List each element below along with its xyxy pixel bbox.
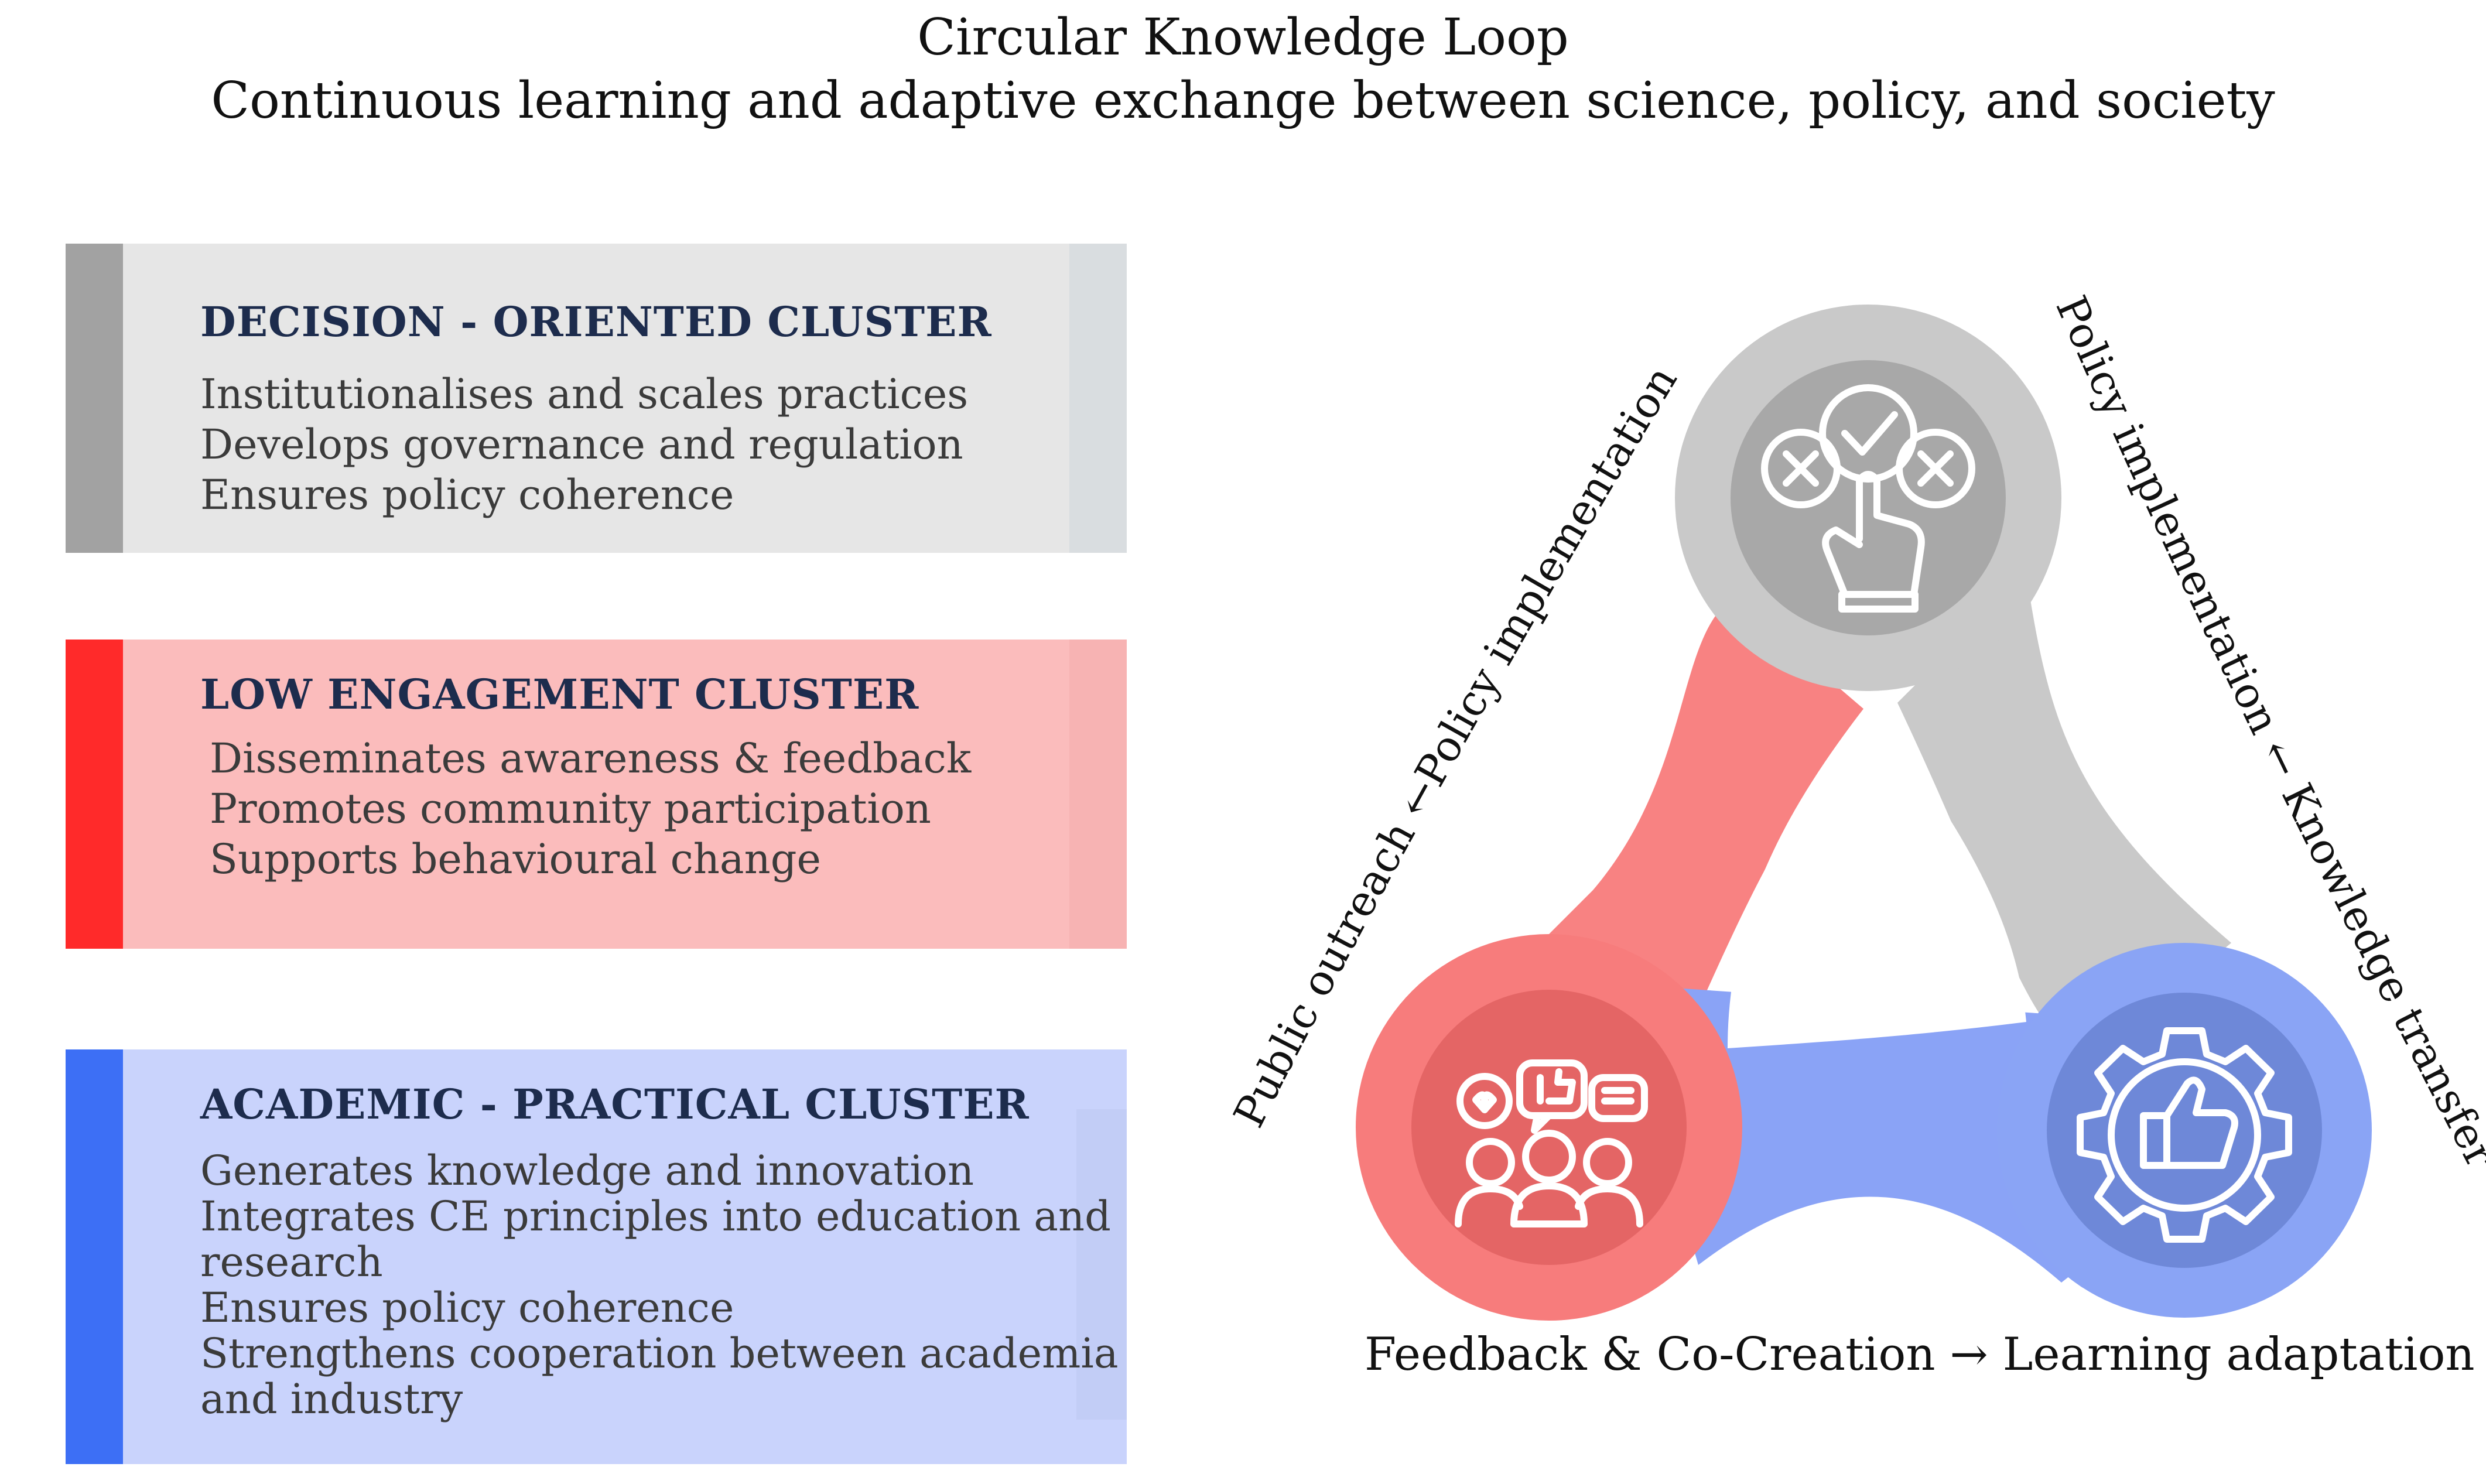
cluster-line: Institutionalises and scales practices (200, 370, 969, 418)
academic-cluster-edge-shade (1076, 1109, 1127, 1420)
people-feedback-icon (1455, 1059, 1648, 1227)
diagram-subtitle: Continuous learning and adaptive exchang… (211, 71, 2275, 130)
decision-cluster-color-bar (66, 244, 123, 553)
cluster-line: Develops governance and regulation (200, 420, 963, 469)
decision-cluster-edge-shade (1069, 244, 1127, 553)
knowledge-node-inner (2047, 993, 2322, 1268)
low-engagement-cluster-title: LOW ENGAGEMENT CLUSTER (200, 670, 919, 719)
diagram-title: Circular Knowledge Loop (917, 8, 1569, 67)
cluster-line: and industry (200, 1375, 463, 1423)
low-engagement-cluster-color-bar (66, 640, 123, 949)
gear-thumbs-up-icon (2077, 1027, 2292, 1243)
cluster-line: research (200, 1238, 383, 1286)
cluster-line: Ensures policy coherence (200, 471, 734, 519)
cluster-line: Integrates CE principles into education … (200, 1192, 1111, 1240)
cluster-line: Strengthens cooperation between academia (200, 1329, 1119, 1377)
cluster-line: Disseminates awareness & feedback (210, 734, 972, 782)
decision-cluster-list: Institutionalises and scales practices D… (200, 369, 968, 520)
cluster-line: Supports behavioural change (210, 835, 821, 883)
hand-check-choice-icon (1761, 384, 1975, 613)
low-engagement-cluster-edge-shade (1069, 640, 1127, 949)
loop-center-hole (1728, 703, 2026, 1048)
cluster-line: Generates knowledge and innovation (200, 1147, 974, 1195)
academic-cluster-title: ACADEMIC - PRACTICAL CLUSTER (200, 1080, 1030, 1129)
connector-decision-knowledge (1897, 574, 2231, 1066)
cluster-line: Promotes community participation (210, 785, 931, 833)
academic-practical-cluster-box: ACADEMIC - PRACTICAL CLUSTER Generates k… (66, 1049, 1127, 1464)
bottom-loop-label: Feedback & Co-Creation → Learning adapta… (1365, 1328, 2475, 1381)
cluster-line: Ensures policy coherence (200, 1284, 734, 1332)
community-node-inner (1411, 990, 1687, 1265)
decision-cluster-box: DECISION - ORIENTED CLUSTER Institutiona… (66, 244, 1127, 553)
decision-cluster-title: DECISION - ORIENTED CLUSTER (200, 298, 992, 346)
academic-cluster-list: Generates knowledge and innovation Integ… (200, 1148, 1119, 1422)
low-engagement-cluster-box: LOW ENGAGEMENT CLUSTER Disseminates awar… (66, 640, 1127, 949)
low-engagement-cluster-list: Disseminates awareness & feedback Promot… (210, 733, 971, 884)
academic-cluster-color-bar (66, 1049, 123, 1464)
